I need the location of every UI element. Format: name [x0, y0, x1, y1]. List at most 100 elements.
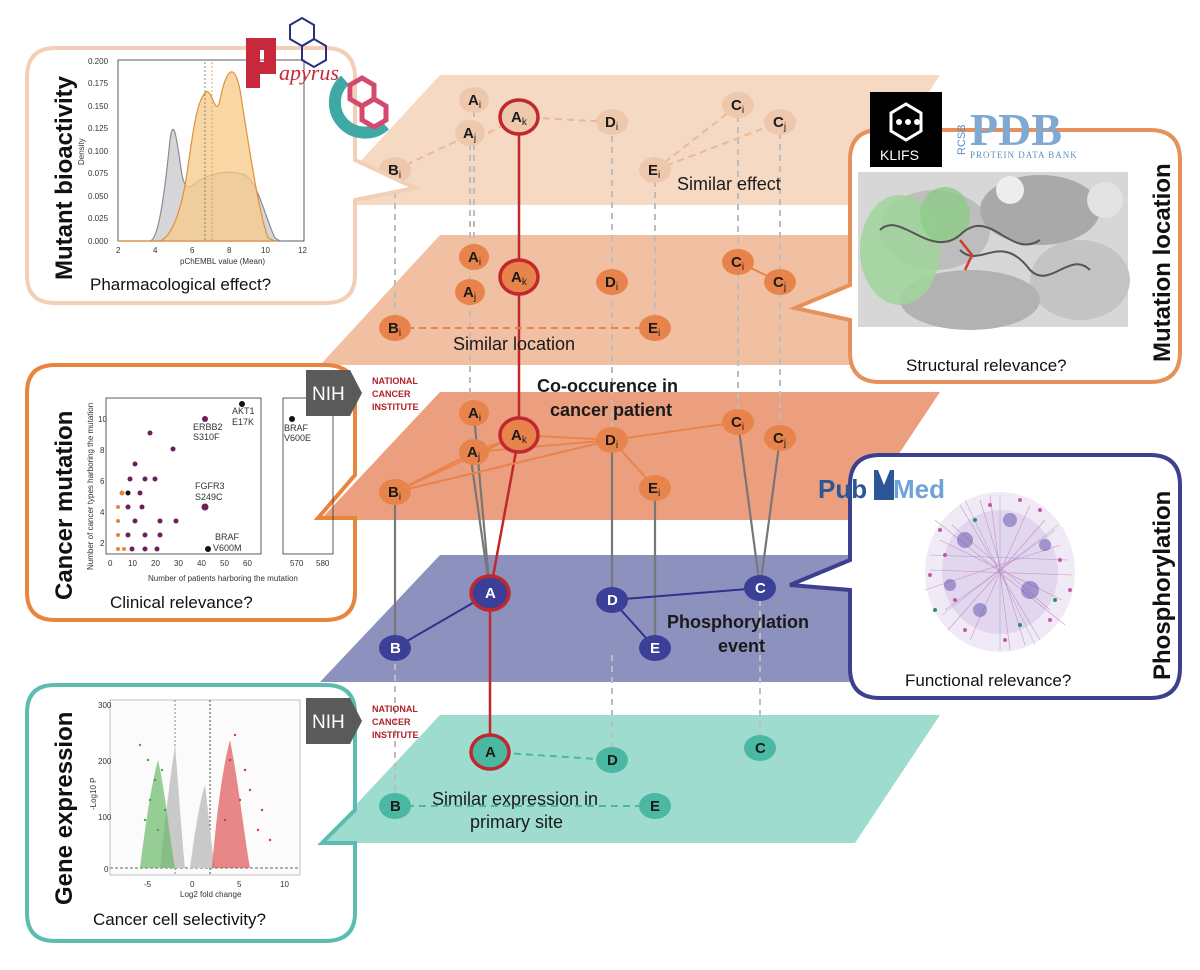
svg-text:10: 10 — [128, 559, 137, 568]
svg-text:Ak: Ak — [511, 269, 528, 288]
nih-nci-logo-expression: NIH NATIONAL CANCER INSTITUTE — [306, 698, 419, 744]
svg-text:C: C — [755, 740, 766, 757]
svg-text:6: 6 — [190, 246, 195, 255]
svg-text:CANCER: CANCER — [372, 717, 411, 727]
svg-text:0.100: 0.100 — [88, 147, 109, 156]
layer-label-phospho-1: Phosphorylation — [667, 612, 809, 632]
svg-text:Ci: Ci — [731, 97, 744, 116]
svg-text:Bi: Bi — [388, 484, 401, 503]
svg-text:12: 12 — [298, 246, 307, 255]
layer-label-location: Similar location — [453, 334, 575, 354]
svg-text:0.075: 0.075 — [88, 169, 109, 178]
svg-text:2: 2 — [100, 539, 105, 548]
panel-location: Mutation location Structural relevance? … — [788, 92, 1182, 384]
nodes-phospho: A B D E C — [379, 574, 776, 661]
svg-text:0.000: 0.000 — [88, 237, 109, 246]
svg-text:4: 4 — [153, 246, 158, 255]
svg-text:E: E — [650, 640, 660, 657]
svg-text:Aj: Aj — [463, 284, 476, 303]
svg-text:Ai: Ai — [468, 92, 481, 111]
svg-text:50: 50 — [220, 559, 229, 568]
svg-text:Number of cancer types harbori: Number of cancer types harboring the mut… — [86, 403, 95, 570]
svg-text:Bi: Bi — [388, 162, 401, 181]
svg-text:apyrus: apyrus — [279, 60, 339, 85]
svg-text:570: 570 — [290, 559, 304, 568]
panel-title-expression: Gene expression — [51, 712, 78, 905]
nodes-bioactivity: Ai Aj Ak Bi Di Ei Ci Cj — [379, 87, 796, 183]
svg-text:Ci: Ci — [731, 414, 744, 433]
papyrus-logo: apyrus — [246, 16, 339, 88]
svg-text:S310F: S310F — [193, 432, 220, 442]
layer-label-bioactivity: Similar effect — [677, 174, 781, 194]
svg-text:BRAF: BRAF — [215, 532, 240, 542]
svg-text:NIH: NIH — [312, 712, 345, 733]
layer-label-cancer-2: cancer patient — [550, 400, 672, 420]
svg-text:10: 10 — [280, 880, 289, 889]
svg-text:0: 0 — [190, 880, 195, 889]
nodes-expression: A D C B E — [379, 733, 776, 819]
svg-text:FGFR3: FGFR3 — [195, 481, 225, 491]
svg-text:INSTITUTE: INSTITUTE — [372, 402, 419, 412]
svg-text:Ei: Ei — [648, 162, 660, 181]
svg-text:E17K: E17K — [232, 417, 254, 427]
svg-text:Aj: Aj — [467, 444, 480, 463]
panel-expression: Gene expression Cancer cell selectivity?… — [25, 683, 419, 943]
layer-label-expression-1: Similar expression in — [432, 789, 598, 809]
svg-text:0.150: 0.150 — [88, 102, 109, 111]
svg-text:0: 0 — [104, 865, 109, 874]
question-cancer: Clinical relevance? — [110, 593, 253, 612]
bioactivity-swirl-icon — [328, 75, 389, 139]
svg-text:580: 580 — [316, 559, 330, 568]
svg-text:10: 10 — [98, 415, 107, 424]
svg-text:Log2 fold change: Log2 fold change — [180, 890, 242, 899]
svg-text:Cj: Cj — [773, 274, 786, 293]
svg-text:Aj: Aj — [463, 125, 476, 144]
svg-text:AKT1: AKT1 — [232, 406, 255, 416]
svg-text:6: 6 — [100, 477, 105, 486]
svg-text:V600E: V600E — [284, 433, 311, 443]
svg-text:0: 0 — [108, 559, 113, 568]
svg-text:Pub: Pub — [818, 474, 867, 504]
svg-text:Di: Di — [605, 432, 618, 451]
expression-edges — [395, 751, 655, 807]
volcano-plot: 300 200 100 0 -5 0 5 10 Log2 fold change… — [89, 699, 301, 899]
svg-text:Ci: Ci — [731, 254, 744, 273]
panel-bioactivity: Mutant bioactivity Pharmacological effec… — [25, 16, 422, 305]
panel-cancer: Cancer mutation Clinical relevance? Numb… — [25, 363, 419, 622]
density-plot: Density 0.200 0.175 0.150 0.125 0.100 0.… — [77, 57, 307, 266]
svg-text:pChEMBL value (Mean): pChEMBL value (Mean) — [180, 257, 265, 266]
svg-text:NATIONAL: NATIONAL — [372, 376, 418, 386]
svg-text:8: 8 — [227, 246, 232, 255]
svg-text:D: D — [607, 752, 618, 769]
question-location: Structural relevance? — [906, 356, 1067, 375]
svg-text:0.050: 0.050 — [88, 192, 109, 201]
svg-text:0.175: 0.175 — [88, 79, 109, 88]
panel-title-cancer: Cancer mutation — [51, 411, 78, 600]
svg-text:0.200: 0.200 — [88, 57, 109, 66]
panel-title-phospho: Phosphorylation — [1149, 491, 1176, 680]
layer-label-expression-2: primary site — [470, 812, 563, 832]
pdb-logo: RCSB PDB PROTEIN DATA BANK — [956, 104, 1077, 160]
nodes-cancer: Ai Aj Ak Bi Di Ei Ci Cj — [379, 400, 796, 505]
svg-text:Ak: Ak — [511, 109, 528, 128]
svg-text:B: B — [390, 640, 401, 657]
svg-text:Density: Density — [77, 138, 86, 165]
svg-text:10: 10 — [261, 246, 270, 255]
svg-text:CANCER: CANCER — [372, 389, 411, 399]
svg-text:Med: Med — [893, 474, 945, 504]
svg-text:RCSB: RCSB — [956, 124, 968, 155]
svg-text:Cj: Cj — [773, 430, 786, 449]
layer-label-phospho-2: event — [718, 636, 765, 656]
layer-label-cancer-1: Co-occurence in — [537, 376, 678, 396]
svg-text:B: B — [390, 798, 401, 815]
svg-text:Bi: Bi — [388, 320, 401, 339]
svg-text:300: 300 — [98, 701, 112, 710]
cancer-scatter-plot: Number of cancer types harboring the mut… — [86, 397, 334, 583]
svg-text:30: 30 — [174, 559, 183, 568]
svg-text:Ai: Ai — [468, 249, 481, 268]
svg-text:200: 200 — [98, 757, 112, 766]
question-bioactivity: Pharmacological effect? — [90, 275, 271, 294]
svg-text:E: E — [650, 798, 660, 815]
